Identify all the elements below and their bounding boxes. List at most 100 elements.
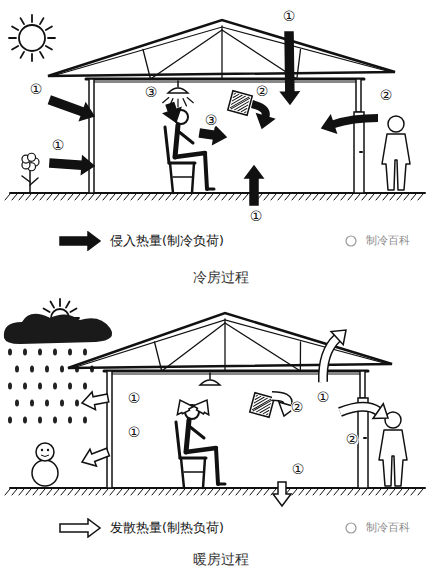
door-knob <box>364 437 366 439</box>
ground-hatch <box>264 489 269 495</box>
watermark: 制冷百科 <box>366 235 410 247</box>
eye <box>41 449 43 451</box>
watermark: 制冷百科 <box>366 522 410 534</box>
legend-entry: 侵入热量(制冷负荷) <box>58 231 224 251</box>
ground-hatch <box>82 489 87 495</box>
fan-grill <box>238 103 248 113</box>
ground-hatch <box>243 194 248 200</box>
fan-grill <box>245 112 246 113</box>
truss <box>151 30 223 79</box>
legend-text: 发散热量(制热负荷) <box>110 520 224 537</box>
ground-hatch <box>334 489 339 495</box>
house <box>48 20 395 193</box>
truss <box>300 342 301 371</box>
ground-hatch <box>117 489 122 495</box>
ground-hatch <box>306 489 311 495</box>
ground-hatch <box>236 489 241 495</box>
chair <box>173 176 193 178</box>
ground-hatch <box>124 194 129 200</box>
rain-drop <box>68 383 72 390</box>
heat-arrow <box>82 448 109 466</box>
callout-number: ① <box>52 138 65 153</box>
ground-hatch <box>229 194 234 200</box>
ground-hatch <box>110 489 115 495</box>
heat-arrow <box>60 232 100 250</box>
ground-hatch <box>362 489 367 495</box>
ground-hatch <box>40 194 45 200</box>
caption: 冷房过程 <box>193 270 249 285</box>
ground-hatch <box>131 194 136 200</box>
ground-hatch <box>19 489 24 495</box>
sun-ray <box>46 46 52 50</box>
ground-hatch <box>348 489 353 495</box>
ground-hatch <box>152 194 157 200</box>
sun-ray <box>48 37 55 39</box>
ground-hatch <box>110 194 115 200</box>
ground-hatch <box>362 194 367 200</box>
ground-hatch <box>5 194 10 200</box>
rain-drop <box>60 366 64 373</box>
ground-hatch <box>390 194 395 200</box>
ground-hatch <box>208 489 213 495</box>
ground-hatch <box>285 194 290 200</box>
ground-hatch <box>159 489 164 495</box>
ceiling <box>86 78 364 81</box>
ground-hatch <box>117 194 122 200</box>
ground-hatch <box>103 194 108 200</box>
truss <box>297 50 301 80</box>
ground-hatch <box>390 489 395 495</box>
rain-drop <box>68 417 72 424</box>
ground-hatch <box>194 194 199 200</box>
ground-hatch <box>229 489 234 495</box>
lamp-ray <box>187 98 193 103</box>
wall <box>89 79 94 193</box>
sun-ray <box>40 18 44 24</box>
rain-drop <box>45 366 49 373</box>
ground-hatch <box>397 194 402 200</box>
lamp-cord <box>177 81 179 87</box>
ground-hatch <box>68 194 73 200</box>
rain-drop <box>23 417 27 424</box>
callout-number: ③ <box>205 113 218 128</box>
rain-drop <box>60 400 64 407</box>
ground-hatch <box>334 194 339 200</box>
rain-drop <box>68 349 72 356</box>
ground-hatch <box>40 489 45 495</box>
arm <box>178 131 193 143</box>
ground-hatch <box>369 194 374 200</box>
ground-hatch <box>299 489 304 495</box>
ground-hatch <box>271 194 276 200</box>
callout-number: ② <box>291 400 304 415</box>
heat-arrow <box>340 407 378 412</box>
wall <box>107 371 112 488</box>
callout-number: ① <box>283 9 296 24</box>
truss <box>225 323 300 371</box>
ground-hatch <box>159 194 164 200</box>
sun-disc <box>19 25 45 51</box>
lamp-shade <box>200 380 220 385</box>
body <box>379 430 407 486</box>
callout-number: ① <box>292 462 305 477</box>
heat-arrow <box>49 96 94 120</box>
foot <box>218 483 225 486</box>
lamp-ray <box>177 99 178 107</box>
rain-drop <box>38 383 42 390</box>
fan-grill <box>241 107 247 113</box>
ground-hatch <box>222 489 227 495</box>
heat-arrow <box>177 400 193 415</box>
ground-hatch <box>138 194 143 200</box>
rain-drop <box>15 366 19 373</box>
ground-hatch <box>404 489 409 495</box>
callout-number: ① <box>30 82 43 97</box>
fan-grill <box>267 414 268 415</box>
truss <box>155 342 162 371</box>
callout-number: ① <box>250 209 263 224</box>
callout-number: ② <box>256 84 269 99</box>
ground-hatch <box>313 194 318 200</box>
rain-drop <box>83 349 87 356</box>
mouth <box>41 455 49 457</box>
ground-hatch <box>173 194 178 200</box>
fan-grill <box>252 395 270 413</box>
ground-hatch <box>376 194 381 200</box>
heat-arrow <box>331 330 346 345</box>
